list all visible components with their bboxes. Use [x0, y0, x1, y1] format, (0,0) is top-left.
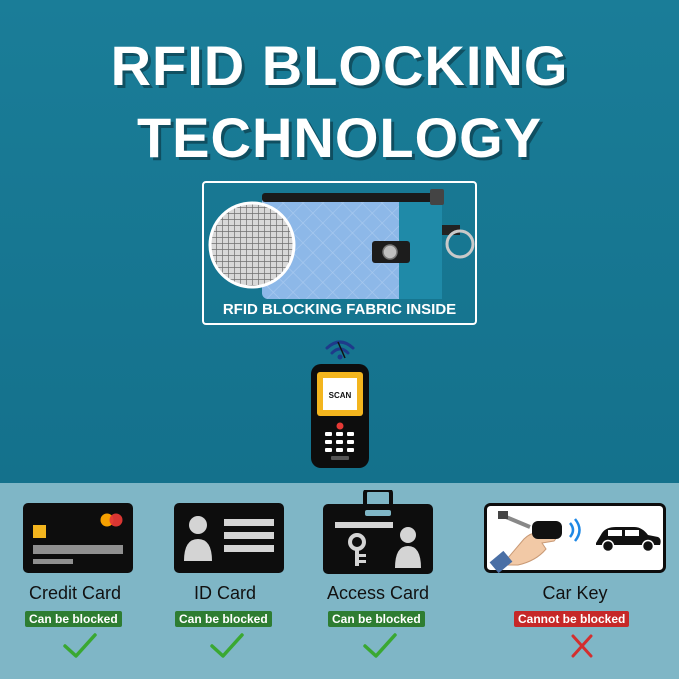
- pouch-illustration-frame: RFID BLOCKING FABRIC INSIDE: [202, 181, 477, 325]
- car-key-label: Car Key: [542, 583, 608, 603]
- pouch-image: [208, 189, 475, 299]
- id-card-status-badge: Can be blocked: [175, 611, 272, 627]
- credit-card-status-badge: Can be blocked: [25, 611, 122, 627]
- car-key-status-badge: Cannot be blocked: [514, 611, 630, 627]
- access-card-status-badge: Can be blocked: [328, 611, 425, 627]
- cross-icon: [571, 634, 593, 658]
- scanner-screen-text: SCAN: [329, 391, 352, 400]
- headline-line-1: RFID BLOCKING: [110, 34, 569, 97]
- check-icon: [63, 633, 97, 658]
- car-key-icon: [484, 503, 666, 573]
- headline-line-2: TECHNOLOGY: [136, 106, 543, 169]
- credit-card-icon: [23, 503, 133, 573]
- access-card-label: Access Card: [326, 583, 430, 603]
- check-icon: [210, 633, 244, 658]
- id-card-icon: [174, 503, 284, 573]
- id-card-label: ID Card: [193, 583, 256, 603]
- access-card-icon: [323, 490, 433, 574]
- credit-card-label: Credit Card: [28, 583, 122, 603]
- wireless-signal-icon: [325, 340, 355, 360]
- check-icon: [363, 633, 397, 658]
- rfid-scanner-icon: SCAN: [311, 340, 369, 468]
- fabric-inside-label: RFID BLOCKING FABRIC INSIDE: [222, 301, 457, 318]
